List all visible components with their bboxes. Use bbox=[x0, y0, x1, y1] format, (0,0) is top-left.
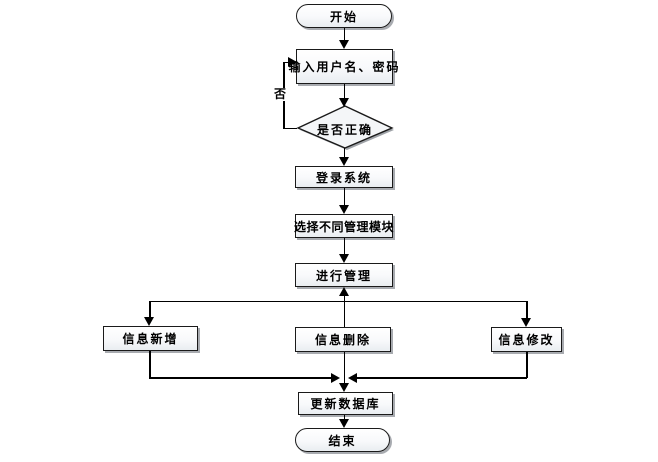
arrowhead-select-manage bbox=[338, 254, 349, 263]
connector-modify-rail bbox=[357, 377, 527, 379]
node-info-modify: 信息修改 bbox=[491, 327, 562, 352]
connector-update-end bbox=[343, 415, 345, 420]
node-input-credentials: 输入用户名、密码 bbox=[289, 49, 399, 84]
connector-split-rail bbox=[150, 300, 527, 302]
node-update-database: 更新数据库 bbox=[298, 392, 393, 415]
connector-modify-down bbox=[526, 352, 528, 378]
connector-no-loop-h1 bbox=[283, 127, 297, 129]
node-end: 结束 bbox=[295, 428, 390, 452]
node-do-manage: 进行管理 bbox=[295, 263, 393, 287]
connector-add-rail bbox=[149, 377, 333, 379]
arrowhead-check-login bbox=[338, 157, 349, 166]
node-info-add: 信息新增 bbox=[103, 326, 198, 351]
arrowhead-update-end bbox=[338, 419, 349, 428]
node-info-delete: 信息删除 bbox=[295, 327, 391, 352]
node-check-correct-shape bbox=[293, 104, 397, 152]
connector-select-manage bbox=[343, 238, 345, 255]
connector-start-input bbox=[343, 28, 345, 41]
connector-split-add bbox=[149, 300, 151, 318]
node-check-correct-label: 是否正确 bbox=[316, 123, 373, 137]
connector-manage-split bbox=[343, 296, 345, 327]
node-select-module: 选择不同管理模块 bbox=[294, 214, 394, 238]
connector-input-check bbox=[343, 84, 345, 99]
connector-delete-update bbox=[343, 352, 345, 383]
connector-check-login bbox=[343, 148, 345, 158]
connector-add-down bbox=[149, 351, 151, 378]
connector-login-select bbox=[343, 188, 345, 206]
diamond-icon bbox=[296, 105, 394, 149]
arrowhead-no-loop bbox=[288, 57, 297, 67]
edge-label-no: 否 bbox=[273, 87, 288, 101]
arrowhead-delete-update bbox=[338, 383, 349, 392]
arrowhead-login-select bbox=[338, 205, 349, 214]
arrowhead-start-input bbox=[338, 40, 349, 49]
node-login-system: 登录系统 bbox=[295, 166, 393, 188]
arrowhead-input-check bbox=[338, 98, 349, 107]
arrowhead-split-add bbox=[144, 317, 155, 326]
arrowhead-modify-merge bbox=[348, 372, 357, 383]
arrowhead-add-merge bbox=[331, 372, 340, 383]
arrowhead-branch-manage bbox=[338, 287, 349, 296]
connector-split-modify bbox=[526, 300, 528, 319]
connector-no-loop-h2 bbox=[283, 61, 289, 63]
arrowhead-split-modify bbox=[521, 318, 532, 327]
node-start: 开始 bbox=[296, 4, 392, 28]
